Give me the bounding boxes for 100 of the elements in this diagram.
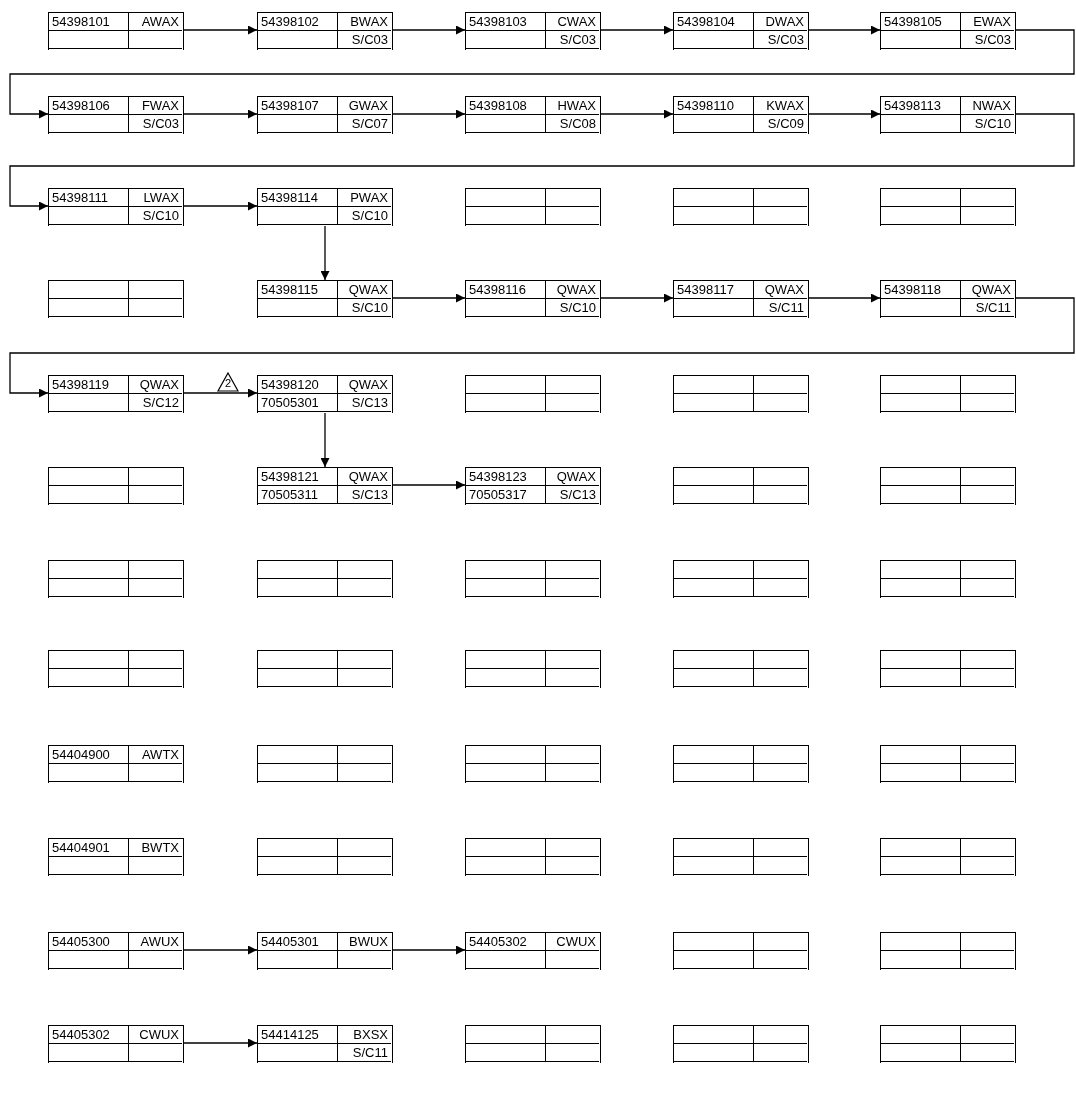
service-code: S/C03: [142, 115, 179, 132]
part-number-box: [257, 96, 393, 134]
empty-part-box: [673, 467, 809, 505]
part-number: 54398107: [261, 97, 319, 114]
part-number-box: [880, 96, 1016, 134]
part-number: 54405302: [52, 1026, 110, 1043]
variant-code: AWTX: [141, 746, 179, 763]
empty-part-box: [673, 1025, 809, 1063]
variant-code: QWAX: [348, 468, 388, 485]
variant-code: QWAX: [764, 281, 804, 298]
variant-code: QWAX: [556, 468, 596, 485]
arrow: [183, 945, 258, 955]
part-number: 54398104: [677, 13, 735, 30]
service-code: S/C11: [352, 1044, 388, 1061]
service-code: S/C13: [559, 486, 596, 503]
empty-part-box: [257, 838, 393, 876]
part-number-box: [48, 12, 184, 50]
arrow: [808, 25, 881, 35]
empty-part-box: [880, 188, 1016, 226]
part-number-box: [257, 188, 393, 226]
part-number-box: [48, 838, 184, 876]
service-code: S/C10: [351, 207, 388, 224]
variant-code: CWAX: [557, 13, 596, 30]
part-number: 54405300: [52, 933, 110, 950]
service-code: S/C07: [351, 115, 388, 132]
empty-part-box: [465, 650, 601, 688]
empty-part-box: [880, 1025, 1016, 1063]
variant-code: AWAX: [141, 13, 179, 30]
arrow: [600, 293, 674, 303]
part-number: 54398121: [261, 468, 319, 485]
variant-code: KWAX: [766, 97, 804, 114]
arrow: [183, 201, 258, 211]
variant-code: CWUX: [556, 933, 596, 950]
variant-code: PWAX: [350, 189, 388, 206]
service-code: S/C13: [351, 486, 388, 503]
empty-part-box: [880, 560, 1016, 598]
service-code: S/C10: [142, 207, 179, 224]
empty-part-box: [257, 745, 393, 783]
part-number-box: [48, 932, 184, 970]
part-number-box: [673, 96, 809, 134]
empty-part-box: [465, 745, 601, 783]
part-number-box: [48, 188, 184, 226]
part-number: 70505317: [469, 486, 527, 503]
part-number: 70505301: [261, 394, 319, 411]
variant-code: DWAX: [765, 13, 804, 30]
empty-part-box: [673, 838, 809, 876]
empty-part-box: [880, 650, 1016, 688]
part-number: 54398105: [884, 13, 942, 30]
variant-code: BWUX: [349, 933, 388, 950]
part-number-box: [257, 932, 393, 970]
service-code: S/C09: [767, 115, 804, 132]
part-number: 54398120: [261, 376, 319, 393]
empty-part-box: [48, 650, 184, 688]
arrow: [392, 480, 466, 490]
empty-part-box: [880, 467, 1016, 505]
empty-part-box: [880, 932, 1016, 970]
service-code: S/C10: [351, 299, 388, 316]
arrow: [808, 293, 881, 303]
variant-code: QWAX: [971, 281, 1011, 298]
service-code: S/C10: [559, 299, 596, 316]
part-number-box: [465, 467, 601, 505]
arrow: [9, 297, 1075, 398]
part-number-box: [48, 745, 184, 783]
part-number: 54405302: [469, 933, 527, 950]
revision-triangle-flag: 2: [217, 372, 239, 392]
service-code: S/C10: [974, 115, 1011, 132]
empty-part-box: [880, 838, 1016, 876]
part-number-box: [465, 12, 601, 50]
part-number-box: [257, 1025, 393, 1063]
empty-part-box: [673, 560, 809, 598]
variant-code: BWAX: [350, 13, 388, 30]
variant-code: HWAX: [557, 97, 596, 114]
variant-code: NWAX: [972, 97, 1011, 114]
variant-code: BWTX: [141, 839, 179, 856]
part-number: 54404901: [52, 839, 110, 856]
arrow: [183, 388, 258, 398]
arrow: [183, 25, 258, 35]
arrow: [392, 25, 466, 35]
variant-code: BXSX: [353, 1026, 388, 1043]
part-number: 54398111: [52, 189, 108, 206]
arrow: [320, 225, 330, 281]
part-number-box: [465, 96, 601, 134]
arrow: [183, 109, 258, 119]
part-number: 54398118: [884, 281, 941, 298]
service-code: S/C03: [351, 31, 388, 48]
empty-part-box: [673, 375, 809, 413]
part-number: 54398116: [469, 281, 526, 298]
arrow: [600, 109, 674, 119]
variant-code: QWAX: [348, 281, 388, 298]
variant-code: LWAX: [143, 189, 179, 206]
empty-part-box: [465, 188, 601, 226]
service-code: S/C03: [559, 31, 596, 48]
part-number-box: [48, 1025, 184, 1063]
service-code: S/C11: [768, 299, 804, 316]
empty-part-box: [673, 650, 809, 688]
service-code: S/C13: [351, 394, 388, 411]
empty-part-box: [465, 560, 601, 598]
arrow: [392, 293, 466, 303]
part-number: 54398114: [261, 189, 318, 206]
empty-part-box: [673, 188, 809, 226]
